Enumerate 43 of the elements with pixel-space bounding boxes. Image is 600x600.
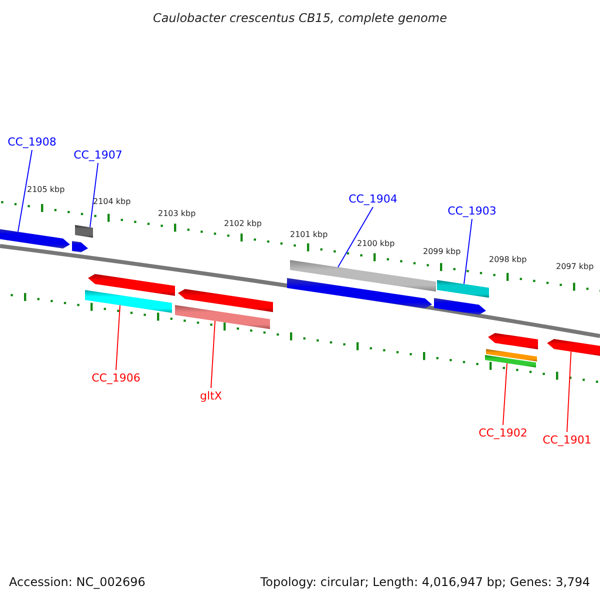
leader-line [18,150,32,232]
leader-line [90,162,98,228]
leader-line [566,351,572,432]
leader-line [116,304,120,370]
scale-label: 2100 kbp [357,240,395,248]
gene-label: CC_1901 [542,434,592,446]
leader-line [464,218,472,284]
gene-feature [547,339,600,357]
gene-label: CC_1904 [348,194,398,204]
gene-bar [485,355,536,368]
gene-label: CC_1908 [8,136,56,148]
accession-text: Accession: NC_002696 [9,576,146,588]
gene-feature [0,228,70,248]
scale-label: 2105 kbp [27,186,65,194]
scale-label: 2103 kbp [158,210,196,218]
title: Caulobacter crescentus CB15, complete genome [153,12,447,24]
scale-label: 2101 kbp [290,231,328,239]
gene-feature [434,298,486,315]
gene-bar [75,225,93,238]
gene-feature [88,274,175,296]
gene-feature [287,278,432,308]
gene-bar [175,305,270,330]
scale-label: 2099 kbp [423,248,461,256]
scale-label: 2104 kbp [93,198,131,206]
gene-feature [178,289,273,312]
gene-bar [437,280,489,298]
leader-line [338,206,374,268]
scale-label: 2102 kbp [224,220,262,228]
gene-bar [85,290,172,313]
leader-line [502,362,508,426]
gene-label: CC_1906 [92,372,140,384]
scale-label: 2098 kbp [489,256,527,264]
gene-label: gltX [200,390,222,402]
gene-feature [488,333,538,350]
gene-feature [72,241,88,252]
genome-info-text: Topology: circular; Length: 4,016,947 bp; Genes: 3,794 [260,576,590,588]
gene-label: CC_1907 [74,150,122,160]
gene-label: CC_1903 [448,206,496,216]
gene-label: CC_1902 [478,428,528,438]
leader-line [210,320,216,388]
scale-label: 2097 kbp [556,263,594,271]
gene-bar [486,349,537,362]
gene-bar [290,260,436,292]
